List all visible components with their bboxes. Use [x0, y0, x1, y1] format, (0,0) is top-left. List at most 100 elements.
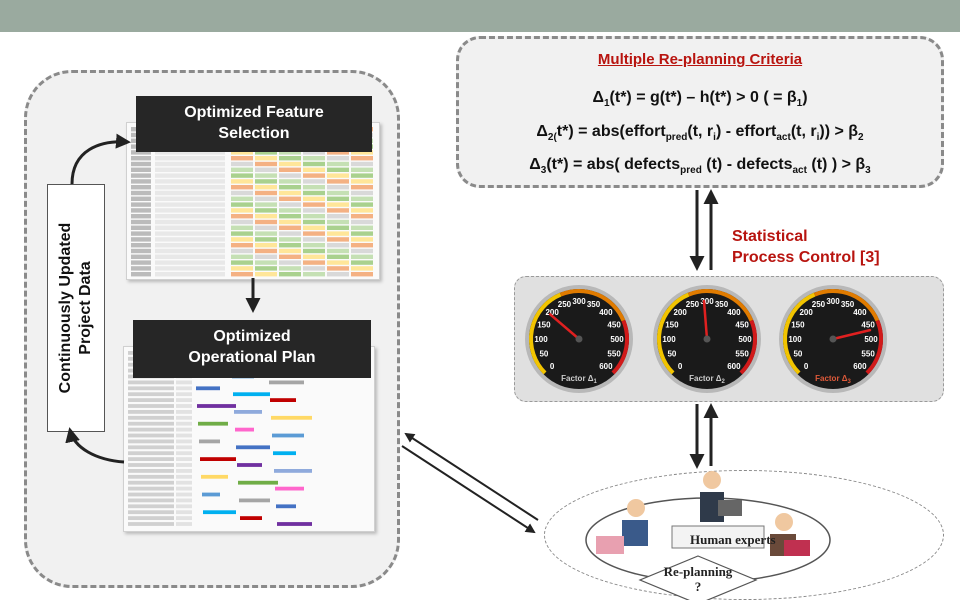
sheet-value-cell: [303, 196, 325, 201]
sheet-name-cell: [155, 237, 225, 242]
sheet-value-cell: [255, 254, 277, 259]
sheet-value-cell: [279, 237, 301, 242]
gauge-tick-label: 350: [715, 300, 729, 309]
gantt-date-cell: [176, 380, 192, 385]
gantt-task-cell: [128, 386, 174, 391]
sheet-value-cell: [279, 231, 301, 236]
sheet-id-cell: [131, 225, 151, 230]
gantt-bar: [199, 439, 220, 444]
gantt-bar: [203, 510, 236, 515]
sheet-value-cell: [255, 173, 277, 178]
sheet-value-cell: [351, 219, 373, 225]
sheet-value-cell: [231, 185, 253, 190]
gauge-tick-label: 250: [812, 300, 826, 309]
criteria-title: Multiple Re-planning Criteria: [597, 51, 803, 68]
optimized-operational-plan-label: Optimized Operational Plan: [133, 320, 371, 378]
sheet-id-cell: [131, 161, 151, 167]
sheet-value-cell: [279, 208, 301, 213]
gauge-hub: [703, 335, 711, 343]
spc-line1: Statistical: [732, 228, 808, 245]
gauge-tick-label: 300: [826, 297, 840, 306]
sheet-value-cell: [255, 231, 277, 236]
sheet-id-cell: [131, 173, 151, 178]
f3-b: (t*) = abs( defects: [546, 156, 681, 173]
sheet-value-cell: [279, 161, 301, 167]
sheet-value-cell: [255, 248, 277, 254]
gauge-tick-label: 100: [662, 335, 676, 344]
sheet-value-cell: [279, 272, 301, 277]
arrow-experts-to-plan: [404, 432, 539, 521]
sheet-name-cell: [155, 214, 225, 219]
statistical-process-control-label: Statistical Process Control [3]: [732, 226, 880, 268]
gauge-tick-label: 500: [864, 335, 878, 344]
sheet-id-cell: [131, 156, 151, 161]
gauge-tick-label: 350: [841, 300, 855, 309]
f3-b-sub: pred: [680, 165, 702, 177]
gauge-factor-sub: 3: [848, 379, 852, 385]
sheet-value-cell: [231, 219, 253, 225]
sheet-name-cell: [155, 173, 225, 178]
sheet-value-cell: [351, 225, 373, 230]
gantt-bar: [238, 480, 278, 485]
replanning-line2: ?: [694, 579, 702, 594]
sheet-value-cell: [351, 254, 373, 259]
sheet-value-cell: [231, 167, 253, 172]
sheet-value-cell: [327, 167, 349, 172]
sheet-value-cell: [255, 237, 277, 242]
gantt-bar: [272, 433, 304, 438]
sheet-name-cell: [155, 225, 225, 230]
f2-c: (t, r: [687, 123, 714, 140]
sheet-value-cell: [303, 190, 325, 196]
gauge-tick-label: 550: [861, 350, 875, 359]
f3-a-sub: 3: [540, 165, 547, 177]
gantt-bar: [197, 404, 236, 408]
gauge-factor-sub: 2: [722, 379, 726, 385]
gantt-task-cell: [128, 480, 174, 485]
f3-d-sub: 3: [865, 165, 871, 177]
gantt-date-cell: [176, 516, 192, 520]
sheet-value-cell: [255, 272, 277, 277]
sheet-value-cell: [327, 225, 349, 230]
sheet-value-cell: [327, 150, 349, 155]
f1-b: (t*) = g(t*) – h(t*) > 0 ( = β: [609, 89, 797, 106]
sheet-name-cell: [155, 266, 225, 271]
gantt-date-cell: [176, 480, 192, 485]
sheet-value-cell: [351, 196, 373, 201]
vertical-label-line2: Project Data: [77, 261, 94, 355]
sheet-value-cell: [327, 161, 349, 167]
f2-c-sub: i: [713, 132, 716, 144]
gantt-date-cell: [176, 392, 192, 397]
sheet-name-cell: [155, 208, 225, 213]
gauge-hub: [575, 335, 583, 343]
gauge-factor-label: Factor Δ3: [815, 374, 851, 385]
sheet-value-cell: [231, 225, 253, 230]
gantt-date-cell: [176, 427, 192, 432]
sheet-value-cell: [231, 202, 253, 207]
sheet-value-cell: [327, 254, 349, 259]
sheet-id-cell: [131, 243, 151, 248]
gantt-task-cell: [128, 457, 174, 461]
sheet-value-cell: [327, 237, 349, 242]
sheet-name-cell: [155, 196, 225, 201]
sheet-value-cell: [327, 243, 349, 248]
sheet-value-cell: [303, 150, 325, 155]
gantt-date-cell: [176, 451, 192, 456]
sheet-id-cell: [131, 272, 151, 277]
gantt-date-cell: [176, 445, 192, 450]
sheet-name-cell: [155, 156, 225, 161]
sheet-id-cell: [131, 248, 151, 254]
gantt-task-cell: [128, 427, 174, 432]
gauge-tick-label: 450: [607, 320, 621, 329]
feature-label-line1: Optimized Feature: [184, 104, 324, 121]
sheet-name-cell: [155, 150, 225, 155]
gauge-tick-label: 300: [572, 297, 586, 306]
gantt-bar: [240, 516, 262, 520]
sheet-name-cell: [155, 185, 225, 190]
sheet-value-cell: [327, 219, 349, 225]
gauge-hub: [829, 335, 837, 343]
sheet-value-cell: [303, 208, 325, 213]
sheet-value-cell: [327, 156, 349, 161]
sheet-value-cell: [255, 208, 277, 213]
gantt-task-cell: [128, 410, 174, 414]
